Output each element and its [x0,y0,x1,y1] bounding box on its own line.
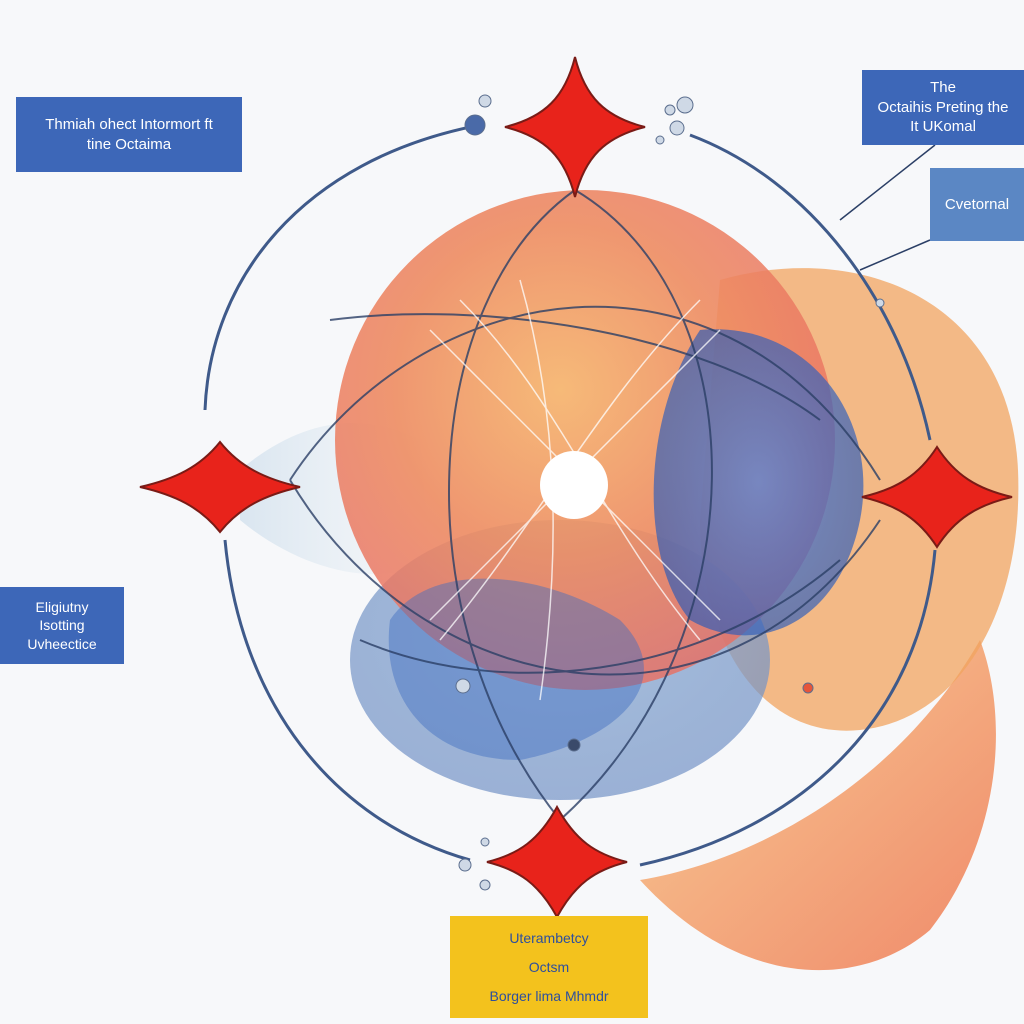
label-text: Uterambetcy [509,930,589,947]
label-right: Cvetornal [930,168,1024,241]
watercolor-body [240,190,1019,971]
four-point-star-icon [139,440,301,534]
outer-orbit-bottom-left [223,539,471,862]
light-strands [429,279,721,701]
label-bottom: Uterambetcy Octsm Borger lima Mhmdr [450,916,648,1018]
label-text: tine Octaima [86,135,172,153]
label-text: Eligiutny [35,599,89,616]
label-top-right: The Octaihis Preting the It UKomal [862,70,1024,145]
warm-tail [640,640,996,971]
label-left: Eligiutny Isotting Uvheectice [0,587,124,664]
label-text: Cvetornal [944,195,1010,213]
label-text: Thmiah ohect Intormort ft [45,116,213,133]
star-right [861,445,1013,549]
label-text: Isotting [39,617,85,634]
label-text: The [930,79,956,97]
label-text: It UKomal [910,118,976,136]
label-text: Borger lima Mhmdr [489,987,609,1004]
blue-lobe [653,329,864,636]
star-left [139,440,301,534]
inner-curves [289,189,881,821]
outer-orbit-top-right [689,133,932,441]
label-text: Octaihis Preting the [877,98,1009,116]
center-hole [540,451,608,519]
star-top [504,56,646,198]
label-top-left: Thmiah ohect Intormort ft tine Octaima [16,97,242,172]
star-bottom [486,804,628,920]
outer-orbit-left [203,123,481,411]
four-point-star-icon [486,804,628,920]
outer-orbit-bottom-right [639,549,937,867]
four-point-star-icon [504,56,646,198]
leader-lines [839,144,936,271]
bubble-cluster-icon [455,94,885,891]
orbit-lines [203,123,937,867]
label-text: Uvheectice [27,635,97,652]
label-text: Octsm [528,958,570,975]
four-point-star-icon [861,445,1013,549]
